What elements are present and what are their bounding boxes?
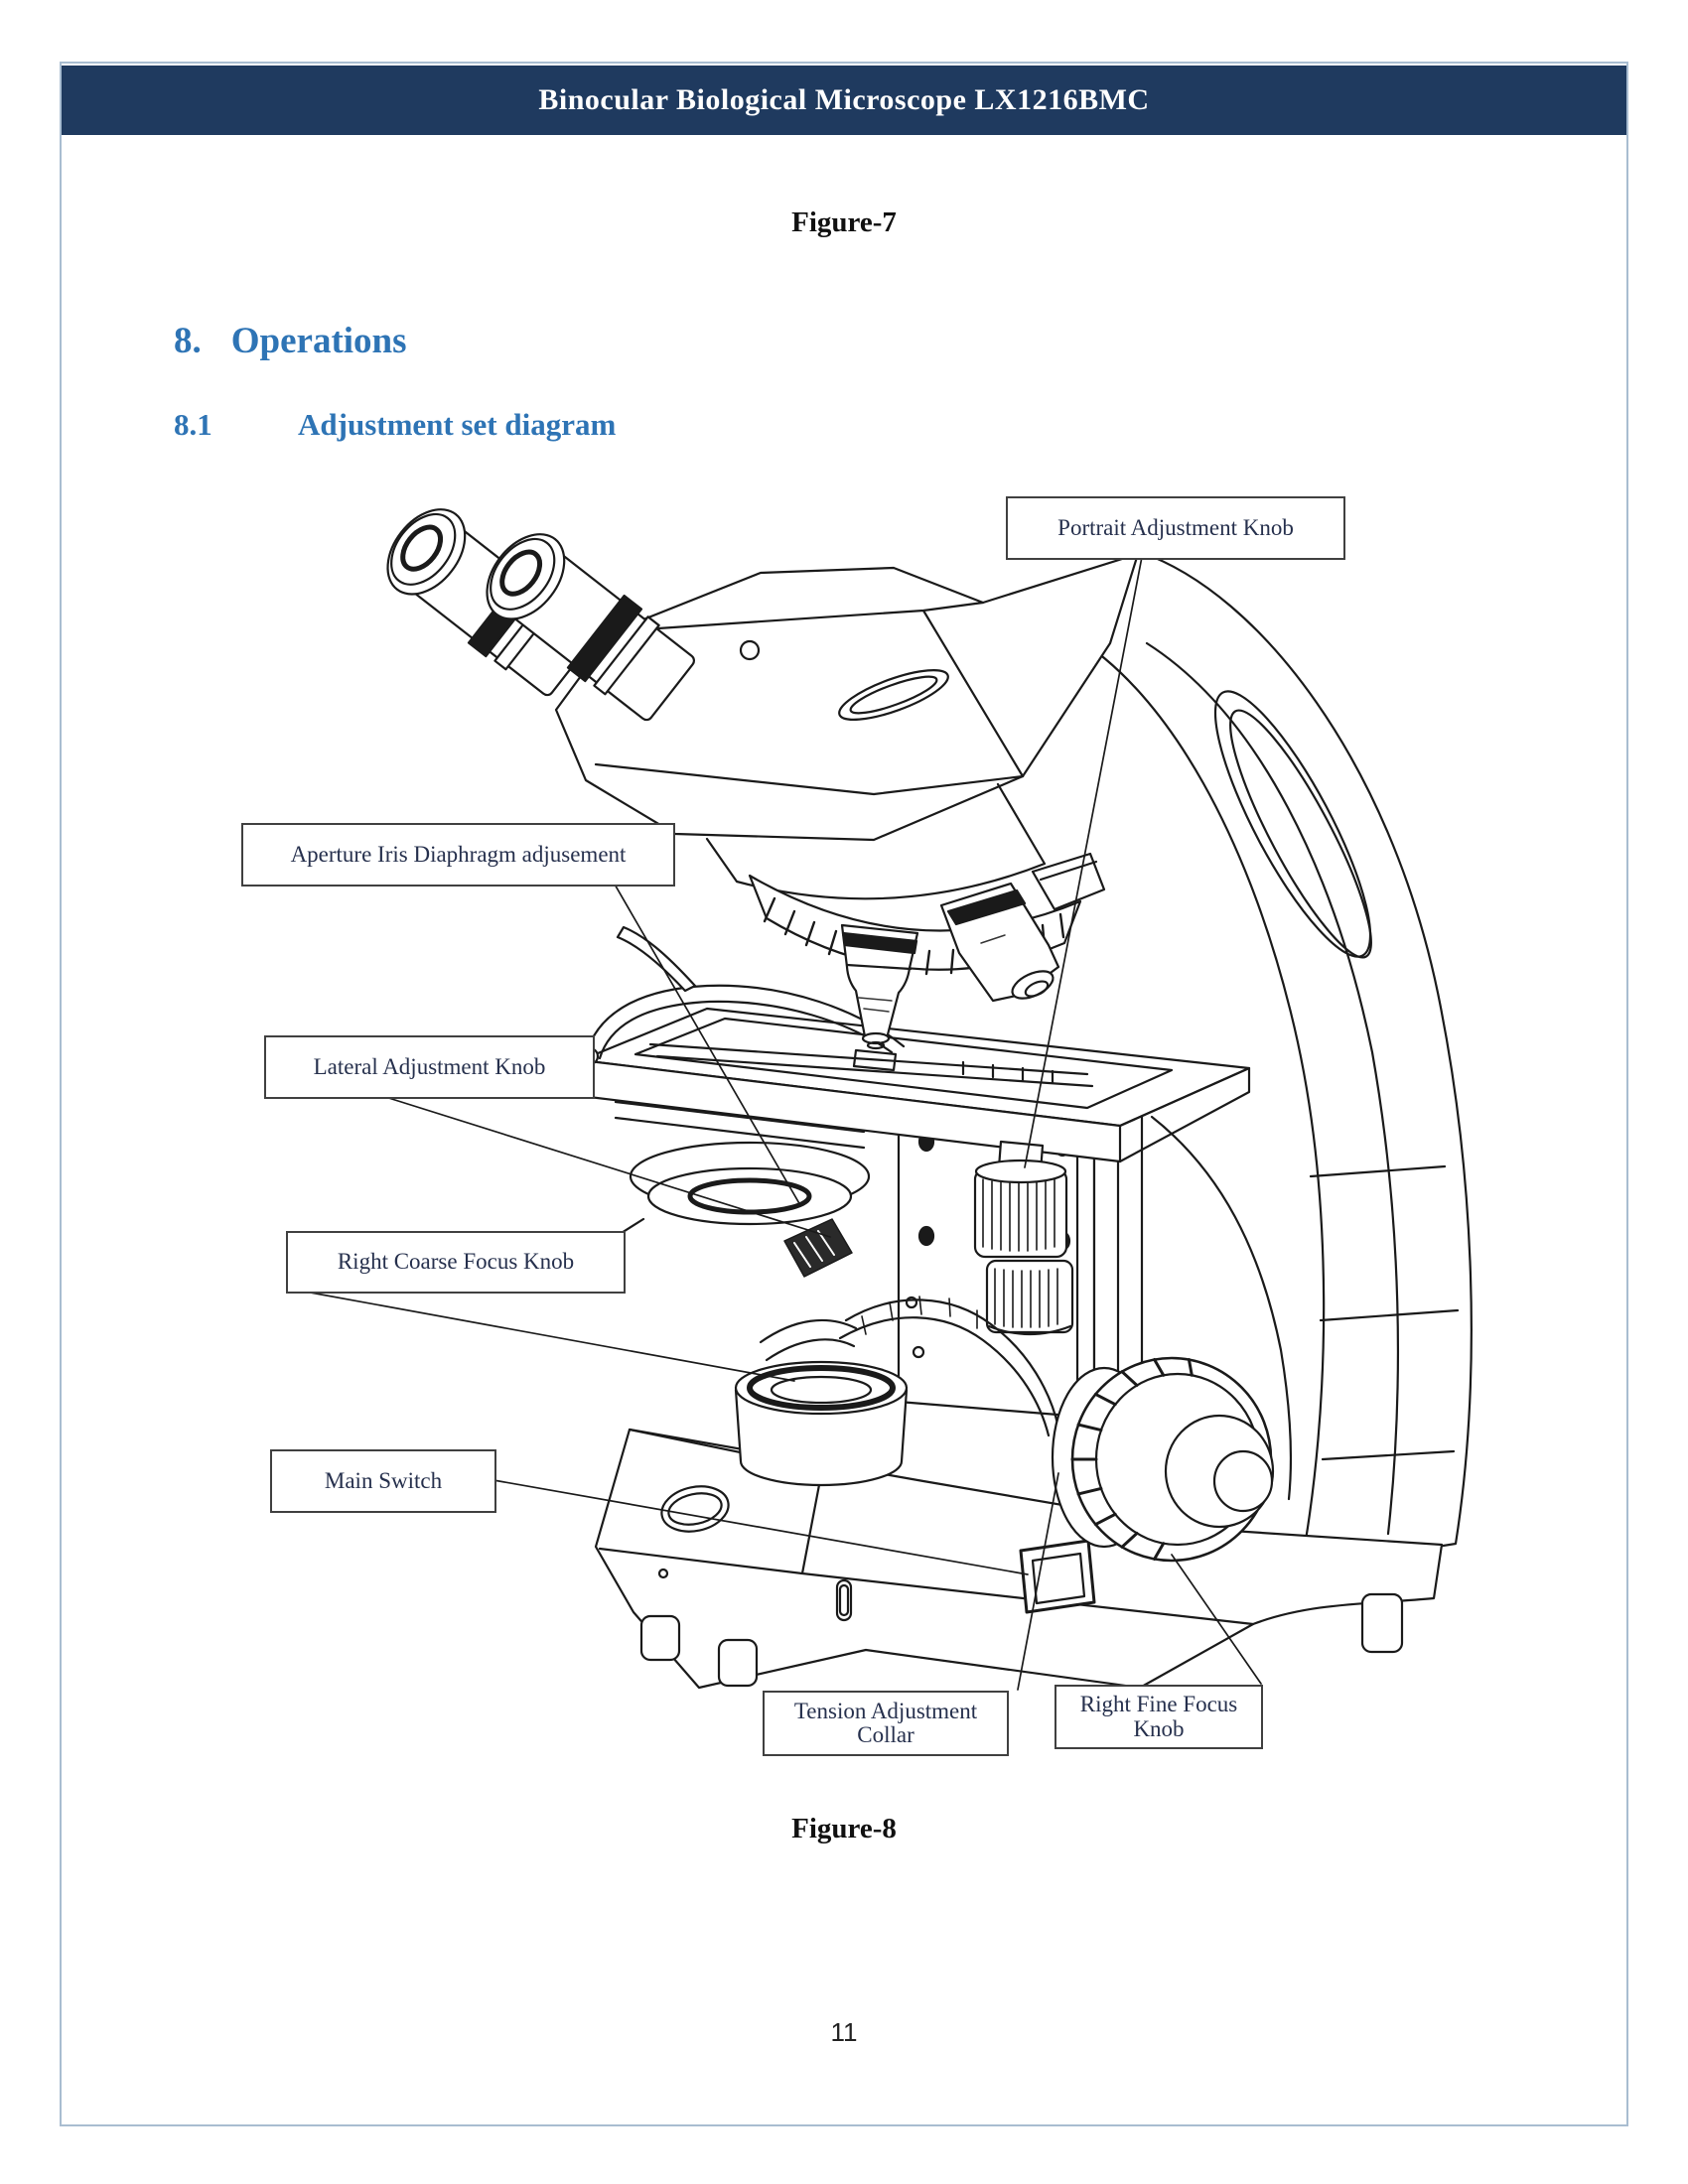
leader-tension — [1017, 1472, 1059, 1691]
microscope-arm — [1070, 550, 1473, 1570]
figure-bottom-caption: Figure-8 — [791, 1813, 897, 1844]
leader-main-switch — [492, 1479, 1029, 1575]
illuminator-collar — [734, 1360, 909, 1487]
leader-portrait — [1024, 556, 1143, 1168]
subsection-number: 8.1 — [174, 407, 212, 442]
main-switch-button — [1019, 1539, 1096, 1614]
objective-front — [840, 923, 919, 1050]
page-number: 11 — [830, 2017, 858, 2047]
objective-back — [1031, 852, 1106, 911]
diagram-label-right-fine-focus-knob: Right Fine Focus Knob — [1055, 1685, 1263, 1749]
figure-top-caption: Figure-7 — [791, 206, 897, 238]
diagram-label-lateral-adjustment-knob: Lateral Adjustment Knob — [264, 1035, 595, 1099]
diagram-label-portrait-adjustment-knob: Portrait Adjustment Knob — [1006, 496, 1345, 560]
base — [594, 1428, 1444, 1690]
diagram-label-tension-adjustment-collar: Tension Adjustment Collar — [763, 1691, 1009, 1756]
eyepiece-right — [486, 533, 696, 722]
portrait-knob — [973, 1159, 1068, 1259]
leader-lines — [293, 556, 1262, 1691]
section-number: 8. — [174, 321, 202, 361]
subsection-heading: 8.1 Adjustment set diagram — [174, 407, 616, 443]
header-bar: Binocular Biological Microscope LX1216BM… — [62, 66, 1626, 135]
fine-focus-knob — [1164, 1414, 1275, 1529]
base-foot-center — [717, 1638, 759, 1688]
lateral-knob — [985, 1259, 1074, 1336]
page-title: Binocular Biological Microscope LX1216BM… — [538, 83, 1150, 116]
focus-knob-assembly — [1051, 1356, 1275, 1563]
stage — [579, 925, 1251, 1163]
leader-lateral — [381, 1095, 831, 1238]
condenser — [591, 1141, 871, 1278]
stage-adjustment-knobs — [973, 1140, 1074, 1336]
base-foot-left — [639, 1614, 681, 1662]
base-foot-right — [1360, 1592, 1404, 1654]
diagram-label-right-coarse-focus-knob: Right Coarse Focus Knob — [286, 1231, 626, 1294]
section-title: Operations — [230, 321, 407, 361]
leader-aperture — [613, 882, 801, 1206]
diagram-label-aperture-iris-diaphragm: Aperture Iris Diaphragm adjusement — [241, 823, 675, 887]
objective-side — [939, 882, 1060, 1003]
subsection-title: Adjustment set diagram — [298, 407, 617, 442]
diagram-label-main-switch: Main Switch — [270, 1449, 496, 1513]
tension-neck — [759, 1296, 1060, 1437]
leader-coarse — [293, 1289, 795, 1382]
leader-fine — [1171, 1554, 1262, 1685]
section-heading: 8. Operations — [174, 320, 407, 362]
